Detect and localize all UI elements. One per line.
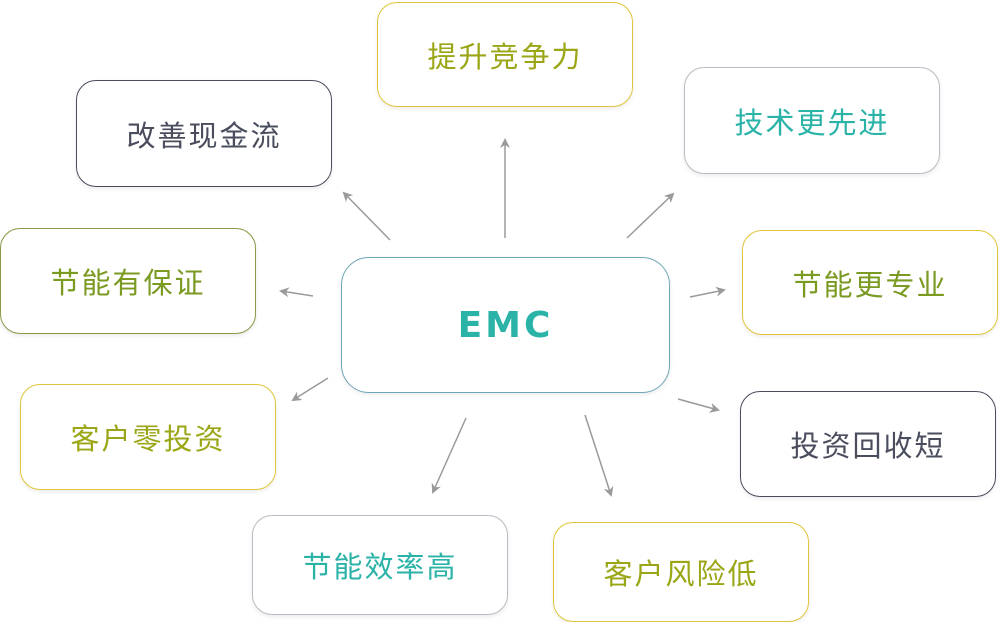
emc-diagram (279, 138, 726, 497)
arrow-to-zero-investment (291, 377, 329, 402)
node-payback: 投资回收短 (740, 391, 996, 497)
node-zero-investment: 客户零投资 (20, 384, 276, 490)
node-professional: 节能更专业 (742, 230, 998, 335)
node-technology: 技术更先进 (684, 67, 940, 174)
node-efficiency: 节能效率高 (252, 515, 508, 615)
arrow-to-payback (677, 398, 720, 413)
center-node-emc: EMC (341, 257, 670, 393)
arrow-to-professional (689, 286, 726, 298)
node-guaranteed: 节能有保证 (0, 228, 256, 334)
arrow-to-cash-flow (342, 191, 391, 241)
arrows-group (279, 138, 726, 497)
node-cash-flow: 改善现金流 (76, 80, 332, 187)
arrow-to-technology (626, 192, 675, 239)
node-low-risk: 客户风险低 (553, 522, 809, 622)
node-competitiveness: 提升竞争力 (377, 2, 633, 107)
arrow-to-low-risk (584, 414, 614, 497)
arrow-to-guaranteed (279, 287, 314, 298)
arrow-to-efficiency (431, 417, 467, 494)
